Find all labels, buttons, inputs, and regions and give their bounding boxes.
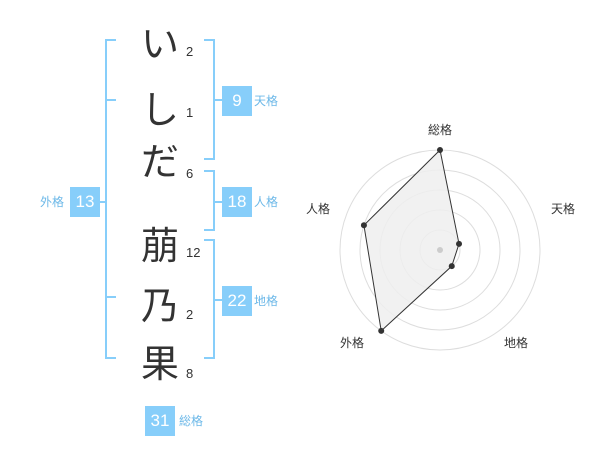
soukaku-label: 総格 [179,414,204,428]
stroke-count-5: 2 [186,307,194,322]
jinkaku-label: 人格 [254,195,279,209]
name-char-1: い [140,22,179,66]
stroke-count-1: 2 [186,44,194,59]
chikaku-bracket [204,239,222,359]
radar-point [437,147,443,153]
stroke-count-4: 12 [186,245,201,260]
soukaku-badge: 31 [145,406,175,436]
gaikaku-badge: 13 [70,187,100,217]
radar-point [456,240,463,247]
name-char-5: 乃 [140,284,179,328]
radar-center [437,247,443,253]
radar-label-gaikaku: 外格 [340,335,364,350]
name-char-3: だ [140,140,179,184]
stroke-count-2: 1 [186,105,194,120]
radar-point [360,222,367,229]
tenkaku-bracket [204,39,222,160]
radar-area [363,148,460,332]
tenkaku-badge: 9 [222,86,252,116]
tenkaku-label: 天格 [254,94,279,108]
radar-label-chikaku: 地格 [504,335,528,350]
radar-points [360,147,463,334]
name-char-4: 萠 [140,224,179,268]
jinkaku-bracket [204,170,222,231]
chikaku-badge: 22 [222,286,252,316]
stroke-count-3: 6 [186,166,194,181]
radar-label-soukaku: 総格 [428,122,452,137]
chikaku-label: 地格 [254,294,279,308]
name-char-6: 果 [140,342,179,386]
radar-label-tenkaku: 天格 [551,201,575,216]
gaikaku-label: 外格 [40,195,65,209]
radar-label-jinkaku: 人格 [306,201,330,216]
name-char-2: し [140,88,179,132]
jinkaku-badge: 18 [222,187,252,217]
radar-point [448,263,455,270]
stroke-count-6: 8 [186,366,194,381]
radar-point [378,327,385,334]
